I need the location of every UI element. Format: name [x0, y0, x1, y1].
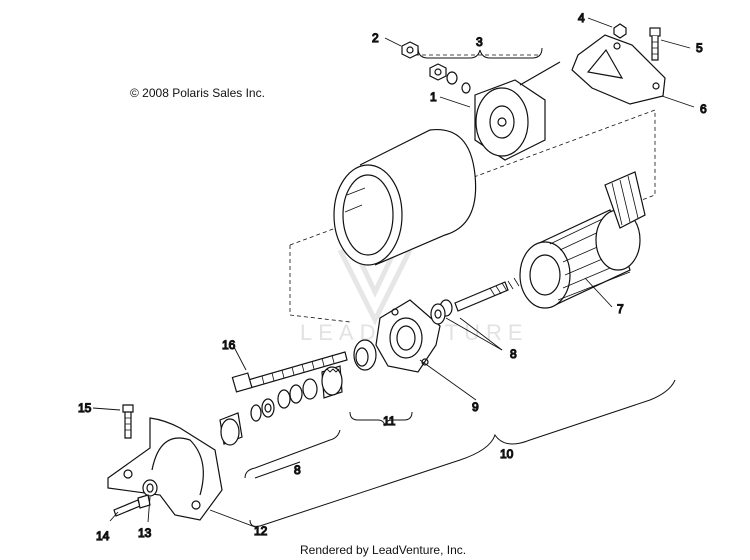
callout-9: 9	[472, 400, 479, 414]
motor-housing	[333, 128, 477, 266]
assembly-outline	[289, 54, 656, 323]
end-cap-hardware	[401, 41, 471, 94]
callout-13: 13	[138, 526, 152, 540]
callout-4: 4	[578, 11, 585, 25]
callout-16: 16	[222, 338, 236, 352]
callout-14: 14	[96, 529, 110, 543]
callout-5: 5	[696, 41, 703, 55]
callout-8-upper: 8	[510, 347, 517, 361]
callout-3: 3	[476, 35, 483, 49]
washer-set-upper	[430, 299, 453, 325]
callout-10: 10	[500, 447, 514, 461]
rear-bracket	[571, 23, 666, 105]
callout-1: 1	[430, 90, 437, 104]
callout-15: 15	[78, 401, 92, 415]
callout-11: 11	[383, 414, 396, 428]
front-plate	[375, 299, 441, 373]
callout-7: 7	[617, 302, 624, 316]
end-cap	[474, 61, 561, 161]
washer-set-lower	[219, 398, 275, 446]
leader-lines	[92, 17, 695, 528]
callout-12: 12	[254, 524, 268, 538]
callout-2: 2	[372, 31, 379, 45]
pinion-drive	[277, 339, 377, 409]
copyright-notice: © 2008 Polaris Sales Inc.	[130, 86, 265, 100]
through-bolt	[231, 351, 348, 393]
group-brackets	[244, 47, 676, 527]
mounting-bracket	[107, 404, 223, 521]
render-credit: Rendered by LeadVenture, Inc.	[300, 543, 467, 557]
callout-8-lower: 8	[294, 463, 301, 477]
armature	[454, 171, 646, 312]
callout-6: 6	[700, 102, 707, 116]
